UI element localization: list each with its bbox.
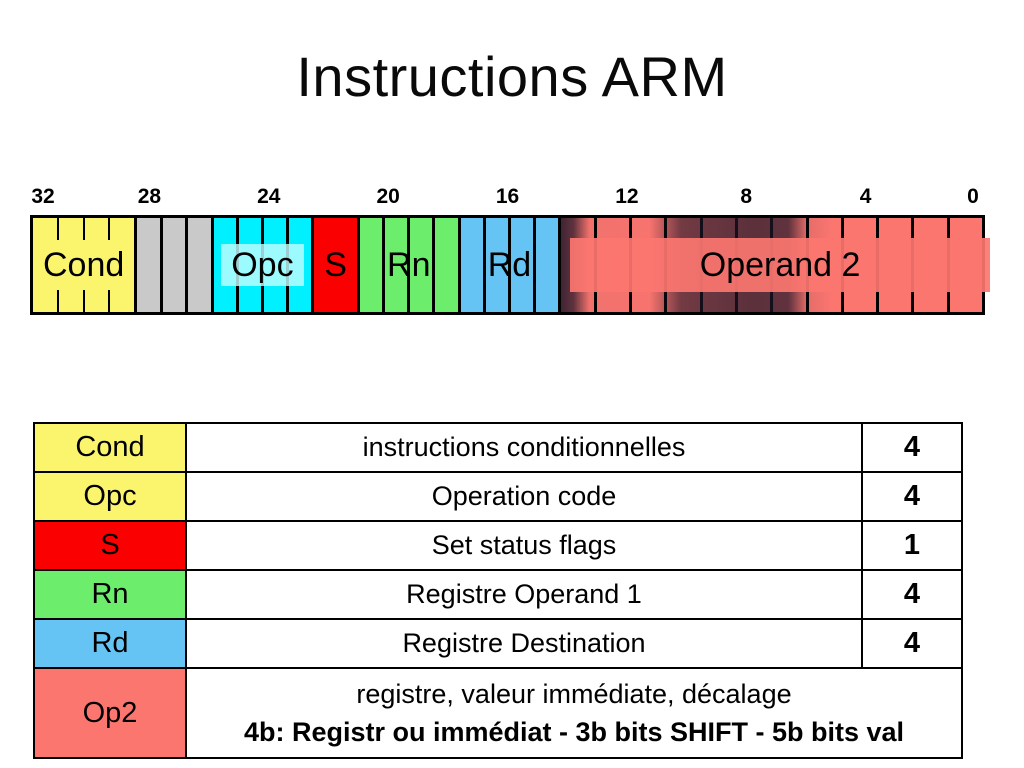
legend-key-rd: Rd	[33, 618, 187, 669]
bit-cell	[185, 218, 210, 312]
instruction-field-rd: Rd	[457, 218, 559, 312]
bit-cell	[57, 218, 83, 312]
bit-cell	[507, 218, 533, 312]
bit-cell	[82, 218, 109, 312]
instruction-field-operand-2: Operand 2	[558, 218, 991, 312]
bit-tick-label-28: 28	[137, 185, 162, 208]
instruction-field-opc: Opc	[210, 218, 312, 312]
page-title: Instructions ARM	[296, 45, 728, 108]
instruction-field-cond: Cond	[33, 218, 135, 312]
legend-description: Set status flags	[185, 520, 863, 571]
field-label-opc: Opc	[221, 244, 304, 286]
bit-tick-label-8: 8	[740, 185, 753, 208]
bit-tick-label-24: 24	[257, 185, 281, 208]
legend-description-op2: registre, valeur immédiate, décalage 4b: …	[185, 667, 963, 759]
legend-key-op2: Op2	[33, 667, 187, 759]
bit-tick-label-32: 32	[31, 185, 55, 208]
op2-description-line-2: 4b: Registr ou immédiat - 3b bits SHIFT …	[243, 717, 905, 748]
bit-cell	[107, 218, 134, 312]
field-bit-cells	[360, 218, 458, 312]
instruction-format-diagram: Cond Opc S Rn Rd Operand 2	[30, 215, 991, 315]
legend-row-op2: Op2 registre, valeur immédiate, décalage 4…	[33, 667, 963, 759]
legend-description: Operation code	[185, 471, 863, 522]
instruction-field-reserved	[134, 218, 211, 312]
field-bit-cells	[33, 218, 134, 312]
field-label-rn: Rn	[387, 246, 431, 284]
bit-tick-label-0: 0	[967, 185, 979, 208]
bit-cell	[533, 218, 558, 312]
bit-cell	[432, 218, 457, 312]
op2-description-line-1: registre, valeur immédiate, décalage	[356, 679, 792, 710]
bit-cell	[382, 218, 407, 312]
legend-bit-count: 4	[861, 422, 963, 473]
bit-tick-label-16: 16	[495, 185, 520, 208]
field-bit-cells	[137, 218, 210, 312]
legend-bit-count: 1	[861, 520, 963, 571]
legend-key-opc: Opc	[33, 471, 187, 522]
instruction-field-s: S	[311, 218, 357, 312]
legend-key-cond: Cond	[33, 422, 187, 473]
field-bit-cells	[461, 218, 559, 312]
bit-tick-label-20: 20	[376, 185, 400, 208]
field-label-rd: Rd	[487, 246, 532, 284]
bit-tick-label-12: 12	[615, 185, 639, 208]
legend-bit-count: 4	[861, 569, 963, 620]
field-label-s: S	[324, 246, 347, 284]
bit-ruler: 32 28 24 20 16 12 8 4 0	[30, 185, 985, 211]
bit-cell	[407, 218, 432, 312]
legend-description: Registre Operand 1	[185, 569, 863, 620]
bit-cell	[159, 218, 185, 312]
legend-description: Registre Destination	[185, 618, 863, 669]
instruction-field-rn: Rn	[356, 218, 458, 312]
legend-bit-count: 4	[861, 618, 963, 669]
bit-cell	[137, 218, 159, 312]
field-label-cond: Cond	[43, 246, 125, 284]
bit-cell	[482, 218, 508, 312]
legend-description: instructions conditionnelles	[185, 422, 863, 473]
legend-key-rn: Rn	[33, 569, 187, 620]
field-label-operand-2: Operand 2	[569, 238, 991, 292]
legend-bit-count: 4	[861, 471, 963, 522]
bit-tick-label-4: 4	[859, 185, 872, 208]
legend-key-s: S	[33, 520, 187, 571]
